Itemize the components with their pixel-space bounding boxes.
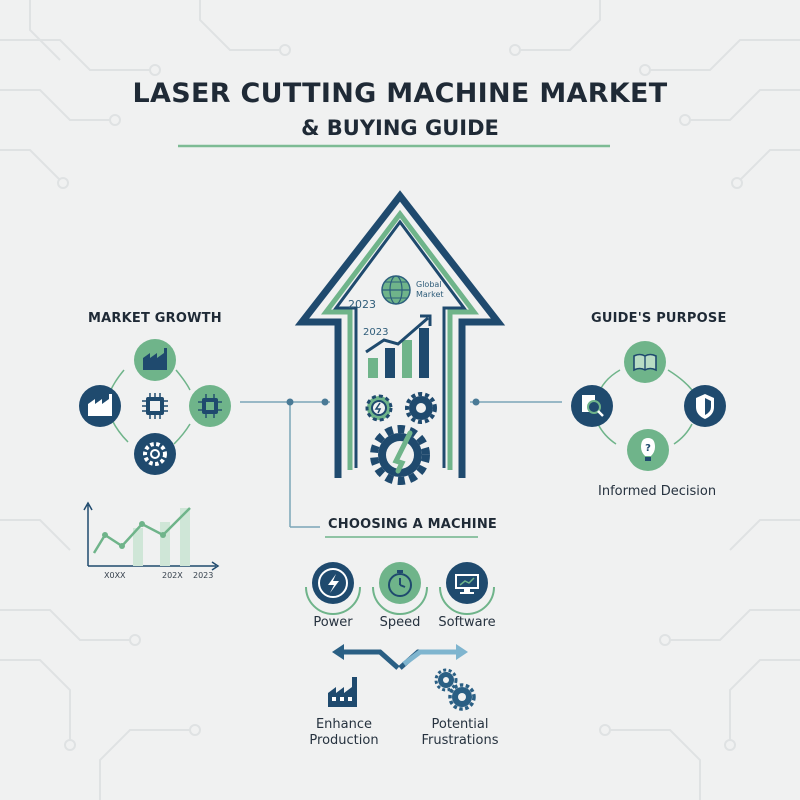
market-growth-heading: MARKET GROWTH: [88, 311, 222, 326]
factory-icon: [134, 339, 176, 381]
globe-label-line2: Market: [416, 290, 444, 299]
house-bar-chart: [365, 314, 432, 378]
large-gear-icon: [370, 425, 430, 485]
guide-purpose-heading: GUIDE'S PURPOSE: [591, 311, 727, 326]
enhance-production-line2: Production: [309, 733, 379, 748]
shield-icon: [684, 385, 726, 427]
house-bar: [402, 340, 412, 378]
choosing-machine-heading: CHOOSING A MACHINE: [328, 517, 498, 532]
year-chart-label: 2023: [363, 327, 388, 338]
svg-text:?: ?: [645, 443, 651, 454]
chart-tick-label: 202X: [162, 571, 183, 580]
arrow-left-icon: [332, 644, 462, 670]
gear-icon: [365, 394, 393, 422]
house-bar: [368, 358, 378, 378]
software-label: Software: [438, 615, 496, 630]
monitor-icon: [439, 562, 495, 615]
chip-icon: [189, 385, 231, 427]
book-icon: [624, 341, 666, 383]
gears-icon: [434, 668, 476, 711]
chart-tick-label: 2023: [193, 571, 214, 580]
lightbulb-icon: ?: [627, 429, 669, 471]
chart-tick-label: X0XX: [104, 571, 126, 580]
gear-icon: [405, 392, 437, 424]
informed-decision-caption: Informed Decision: [598, 484, 717, 499]
globe-icon: [381, 275, 411, 305]
speed-label: Speed: [379, 615, 421, 630]
lightning-icon: [305, 562, 361, 615]
factory-icon: [79, 385, 121, 427]
magnifier-icon: [571, 385, 613, 427]
page-subtitle: & BUYING GUIDE: [301, 116, 499, 140]
house-bar: [419, 328, 429, 378]
gear-icon: [134, 433, 176, 475]
stopwatch-icon: [372, 562, 428, 615]
enhance-production-line1: Enhance: [315, 717, 373, 732]
factory-icon: [328, 677, 357, 707]
power-label: Power: [313, 615, 353, 630]
potential-frustrations-line1: Potential: [431, 717, 489, 732]
year-badge-label: 2023: [348, 298, 376, 311]
page-title: LASER CUTTING MACHINE MARKET: [132, 78, 668, 109]
growth-line-chart: [83, 501, 220, 571]
arrow-right-icon: [402, 644, 468, 666]
chip-icon: [142, 393, 168, 419]
potential-frustrations-line2: Frustrations: [421, 733, 499, 748]
connector-dots: [286, 398, 480, 406]
house-bar: [385, 348, 395, 378]
connector-lines: [240, 401, 562, 528]
house-arrow: [294, 190, 506, 478]
globe-label-line1: Global: [416, 280, 442, 289]
